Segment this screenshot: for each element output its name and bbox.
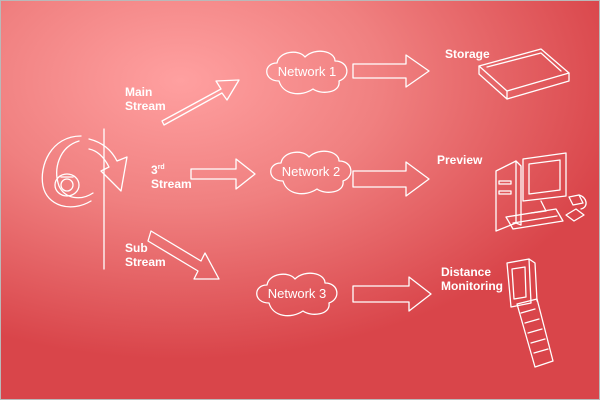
distance-monitoring-label: Distance Monitoring [441, 265, 503, 293]
arrow-to-distance [352, 276, 432, 312]
mobile-phone-icon [506, 258, 554, 368]
main-stream-label-line2: Stream [125, 99, 166, 113]
camera-icon [41, 128, 128, 270]
network-2-label: Network 2 [281, 164, 341, 179]
cloud-icon-3 [256, 272, 338, 317]
storage-label: Storage [445, 47, 490, 61]
arrow-to-storage [352, 54, 430, 88]
arrow-sub-stream [147, 230, 220, 280]
cloud-icon-1 [266, 50, 348, 95]
storage-device-icon [478, 48, 570, 100]
distance-label-line1: Distance [441, 265, 492, 279]
cloud-icon-2 [270, 150, 352, 195]
arrow-third-stream [190, 158, 256, 190]
sub-stream-label-line1: Sub [125, 241, 148, 255]
network-3-label: Network 3 [267, 286, 327, 301]
arrow-to-preview [352, 161, 430, 197]
main-stream-label: Main Stream [125, 85, 166, 113]
desktop-computer-icon [495, 152, 587, 232]
distance-label-line2: Monitoring [441, 279, 503, 293]
arrow-main-stream [161, 79, 240, 126]
third-stream-word: Stream [151, 177, 192, 191]
main-stream-label-line1: Main [125, 85, 153, 99]
third-stream-label: 3rd Stream [151, 161, 192, 191]
sub-stream-label-line2: Stream [125, 255, 166, 269]
sub-stream-label: Sub Stream [125, 241, 166, 269]
preview-label: Preview [437, 153, 483, 167]
third-stream-number: 3 [151, 163, 158, 177]
third-stream-superscript: rd [157, 164, 165, 171]
network-1-label: Network 1 [277, 64, 337, 79]
